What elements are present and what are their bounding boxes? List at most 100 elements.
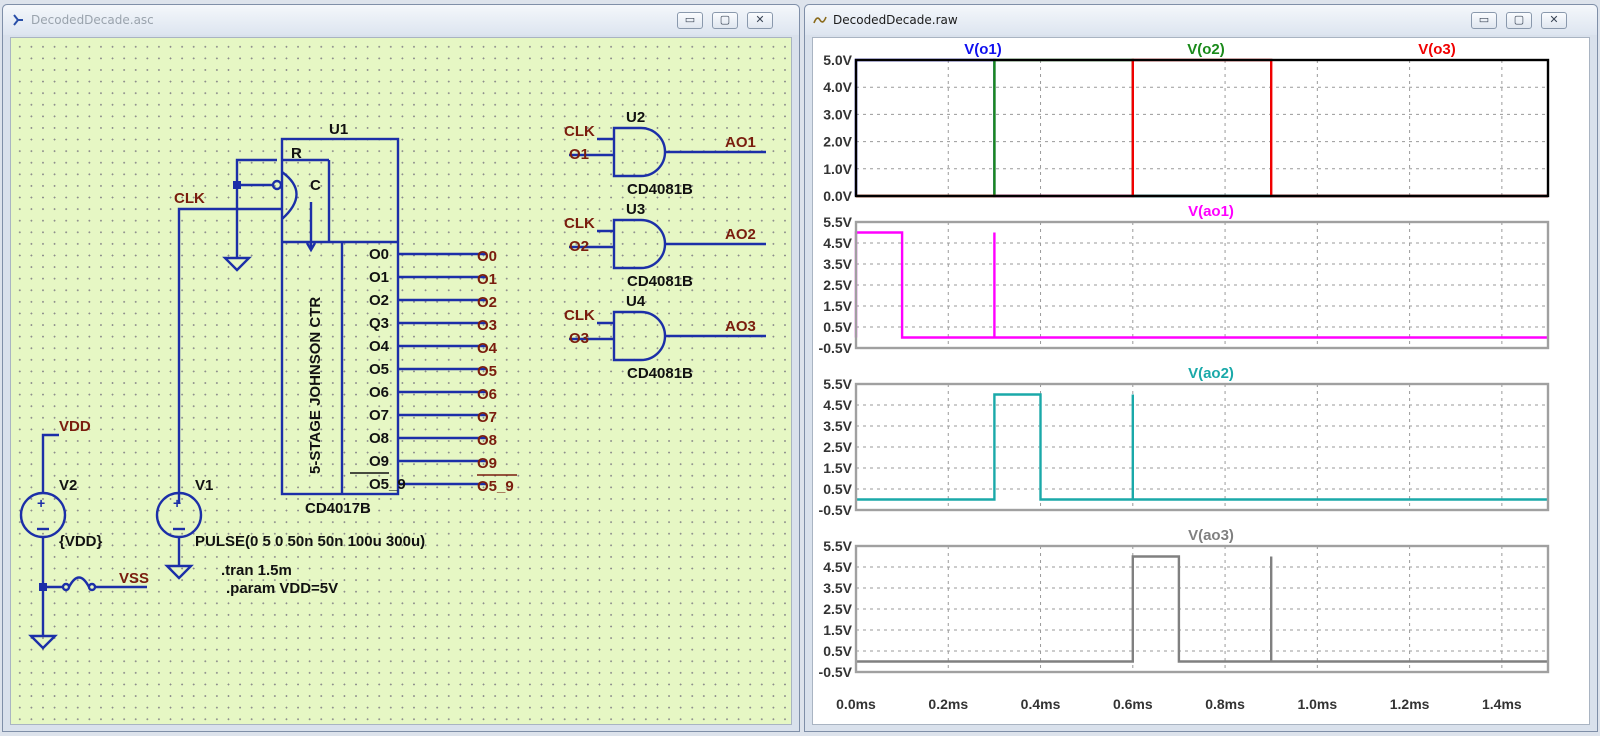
u1-pin-label: O5 — [369, 361, 389, 378]
u1-net-label: O0 — [477, 248, 497, 265]
u1-body — [280, 137, 400, 496]
plot-frame — [854, 382, 1550, 512]
u1-ref: U1 — [329, 121, 348, 138]
y-tick-label: 4.5V — [823, 235, 852, 251]
maximize-button[interactable]: ▢ — [1506, 12, 1532, 29]
gate-input-label: O3 — [569, 330, 589, 347]
trace-name-label[interactable]: V(o1) — [964, 41, 1002, 58]
y-tick-label: 1.5V — [823, 298, 852, 314]
y-tick-label: 1.5V — [823, 460, 852, 476]
y-tick-label: -0.5V — [819, 502, 853, 518]
close-button[interactable]: ✕ — [1541, 12, 1567, 29]
minimize-button[interactable]: ▭ — [677, 12, 703, 29]
x-tick-label: 0.0ms — [836, 696, 876, 712]
plot-pane-3[interactable]: 5.5V4.5V3.5V2.5V1.5V0.5V-0.5VV(ao2) — [819, 365, 1550, 518]
gate-input-clk-label: CLK — [564, 307, 595, 324]
trace-vao3[interactable] — [856, 555, 1548, 663]
y-tick-label: 2.5V — [823, 601, 852, 617]
close-button[interactable]: ✕ — [747, 12, 773, 29]
clk-wire — [177, 207, 282, 503]
minimize-button[interactable]: ▭ — [1471, 12, 1497, 29]
param-directive[interactable]: .param VDD=5V — [226, 580, 338, 597]
trace-vo1[interactable] — [854, 58, 1548, 198]
svg-text:+: + — [37, 495, 45, 511]
y-tick-label: 5.5V — [823, 214, 852, 230]
gate-ref: U4 — [626, 293, 646, 310]
u1-pin-label: O8 — [369, 430, 389, 447]
plot-pane-4[interactable]: 5.5V4.5V3.5V2.5V1.5V0.5V-0.5VV(ao3) — [819, 527, 1550, 680]
trace-vo2[interactable] — [856, 58, 1548, 198]
gate-ref: U3 — [626, 201, 645, 218]
y-tick-label: 0.5V — [823, 319, 852, 335]
trace-name-label[interactable]: V(ao2) — [1188, 365, 1234, 382]
waveform-titlebar[interactable]: DecodedDecade.raw ▭ ▢ ✕ — [805, 5, 1597, 35]
u1-counter[interactable]: U1 R C 5-STAGE JOHNSON CTR CD4017B — [271, 121, 400, 517]
v2-source[interactable]: VDD + V2 {VDD} VSS — [19, 418, 149, 650]
u1-pin-label: O4 — [369, 338, 390, 355]
x-tick-label: 1.2ms — [1390, 696, 1430, 712]
y-tick-label: 1.5V — [823, 622, 852, 638]
tran-directive[interactable]: .tran 1.5m — [221, 562, 292, 579]
u1-pin-label: O6 — [369, 384, 389, 401]
y-tick-label: 1.0V — [823, 161, 852, 177]
v1-ref: V1 — [195, 477, 213, 494]
plot-frame — [854, 544, 1550, 674]
y-tick-label: 3.5V — [823, 418, 852, 434]
y-tick-label: 3.5V — [823, 256, 852, 272]
plot-pane-2[interactable]: 5.5V4.5V3.5V2.5V1.5V0.5V-0.5VV(ao1) — [819, 203, 1550, 356]
trace-vao1[interactable] — [854, 231, 1548, 339]
maximize-button[interactable]: ▢ — [712, 12, 738, 29]
u1-pin-label: Q3 — [369, 315, 389, 332]
plot-frame — [854, 220, 1550, 350]
ltspice-schematic-icon — [13, 14, 23, 26]
gate-input-label: O1 — [569, 146, 589, 163]
y-tick-label: 4.5V — [823, 559, 852, 575]
u1-block-label: 5-STAGE JOHNSON CTR — [307, 297, 324, 474]
y-tick-label: -0.5V — [819, 664, 853, 680]
v1-value: PULSE(0 5 0 50n 50n 100u 300u) — [195, 533, 425, 550]
trace-vo3[interactable] — [856, 58, 1548, 198]
trace-vao2[interactable] — [856, 393, 1548, 501]
trace-name-label[interactable]: V(ao3) — [1188, 527, 1234, 544]
waveform-window-title: DecodedDecade.raw — [833, 13, 958, 27]
y-tick-label: 0.5V — [823, 643, 852, 659]
y-tick-label: 5.0V — [823, 52, 852, 68]
clk-net-label: CLK — [174, 190, 205, 207]
y-tick-label: 3.5V — [823, 580, 852, 596]
trace-name-label[interactable]: V(o3) — [1418, 41, 1456, 58]
plot-pane-1[interactable]: 5.0V4.0V3.0V2.0V1.0V0.0VV(o1)V(o2)V(o3) — [823, 41, 1550, 204]
gate-output-label: AO2 — [725, 226, 756, 243]
schematic-window[interactable]: DecodedDecade.asc ▭ ▢ ✕ U1 R C 5-STAGE J… — [2, 4, 800, 732]
gate-input-clk-label: CLK — [564, 215, 595, 232]
u1-net-label: O5_9 — [477, 478, 514, 495]
gate-input-clk-label: CLK — [564, 123, 595, 140]
u1-net-label: O4 — [477, 340, 498, 357]
v1-source[interactable]: + V1 PULSE(0 5 0 50n 50n 100u 300u) — [155, 477, 425, 580]
x-tick-label: 1.0ms — [1297, 696, 1337, 712]
trace-name-label[interactable]: V(ao1) — [1188, 203, 1234, 220]
gate-part: CD4081B — [627, 273, 693, 290]
u1-pin-label: O0 — [369, 246, 389, 263]
gate-output-label: AO1 — [725, 134, 756, 151]
svg-text:+: + — [173, 495, 181, 511]
x-tick-label: 1.4ms — [1482, 696, 1522, 712]
u1-part: CD4017B — [305, 500, 371, 517]
schematic-window-title: DecodedDecade.asc — [31, 13, 154, 27]
u1-pin-c: C — [310, 177, 321, 194]
y-tick-label: -0.5V — [819, 340, 853, 356]
gate-part: CD4081B — [627, 181, 693, 198]
schematic-titlebar[interactable]: DecodedDecade.asc ▭ ▢ ✕ — [3, 5, 799, 35]
y-tick-label: 0.0V — [823, 188, 852, 204]
reset-wire — [235, 158, 277, 187]
u1-net-label: O3 — [477, 317, 497, 334]
gate-output-label: AO3 — [725, 318, 756, 335]
y-tick-label: 5.5V — [823, 376, 852, 392]
trace-name-label[interactable]: V(o2) — [1187, 41, 1225, 58]
